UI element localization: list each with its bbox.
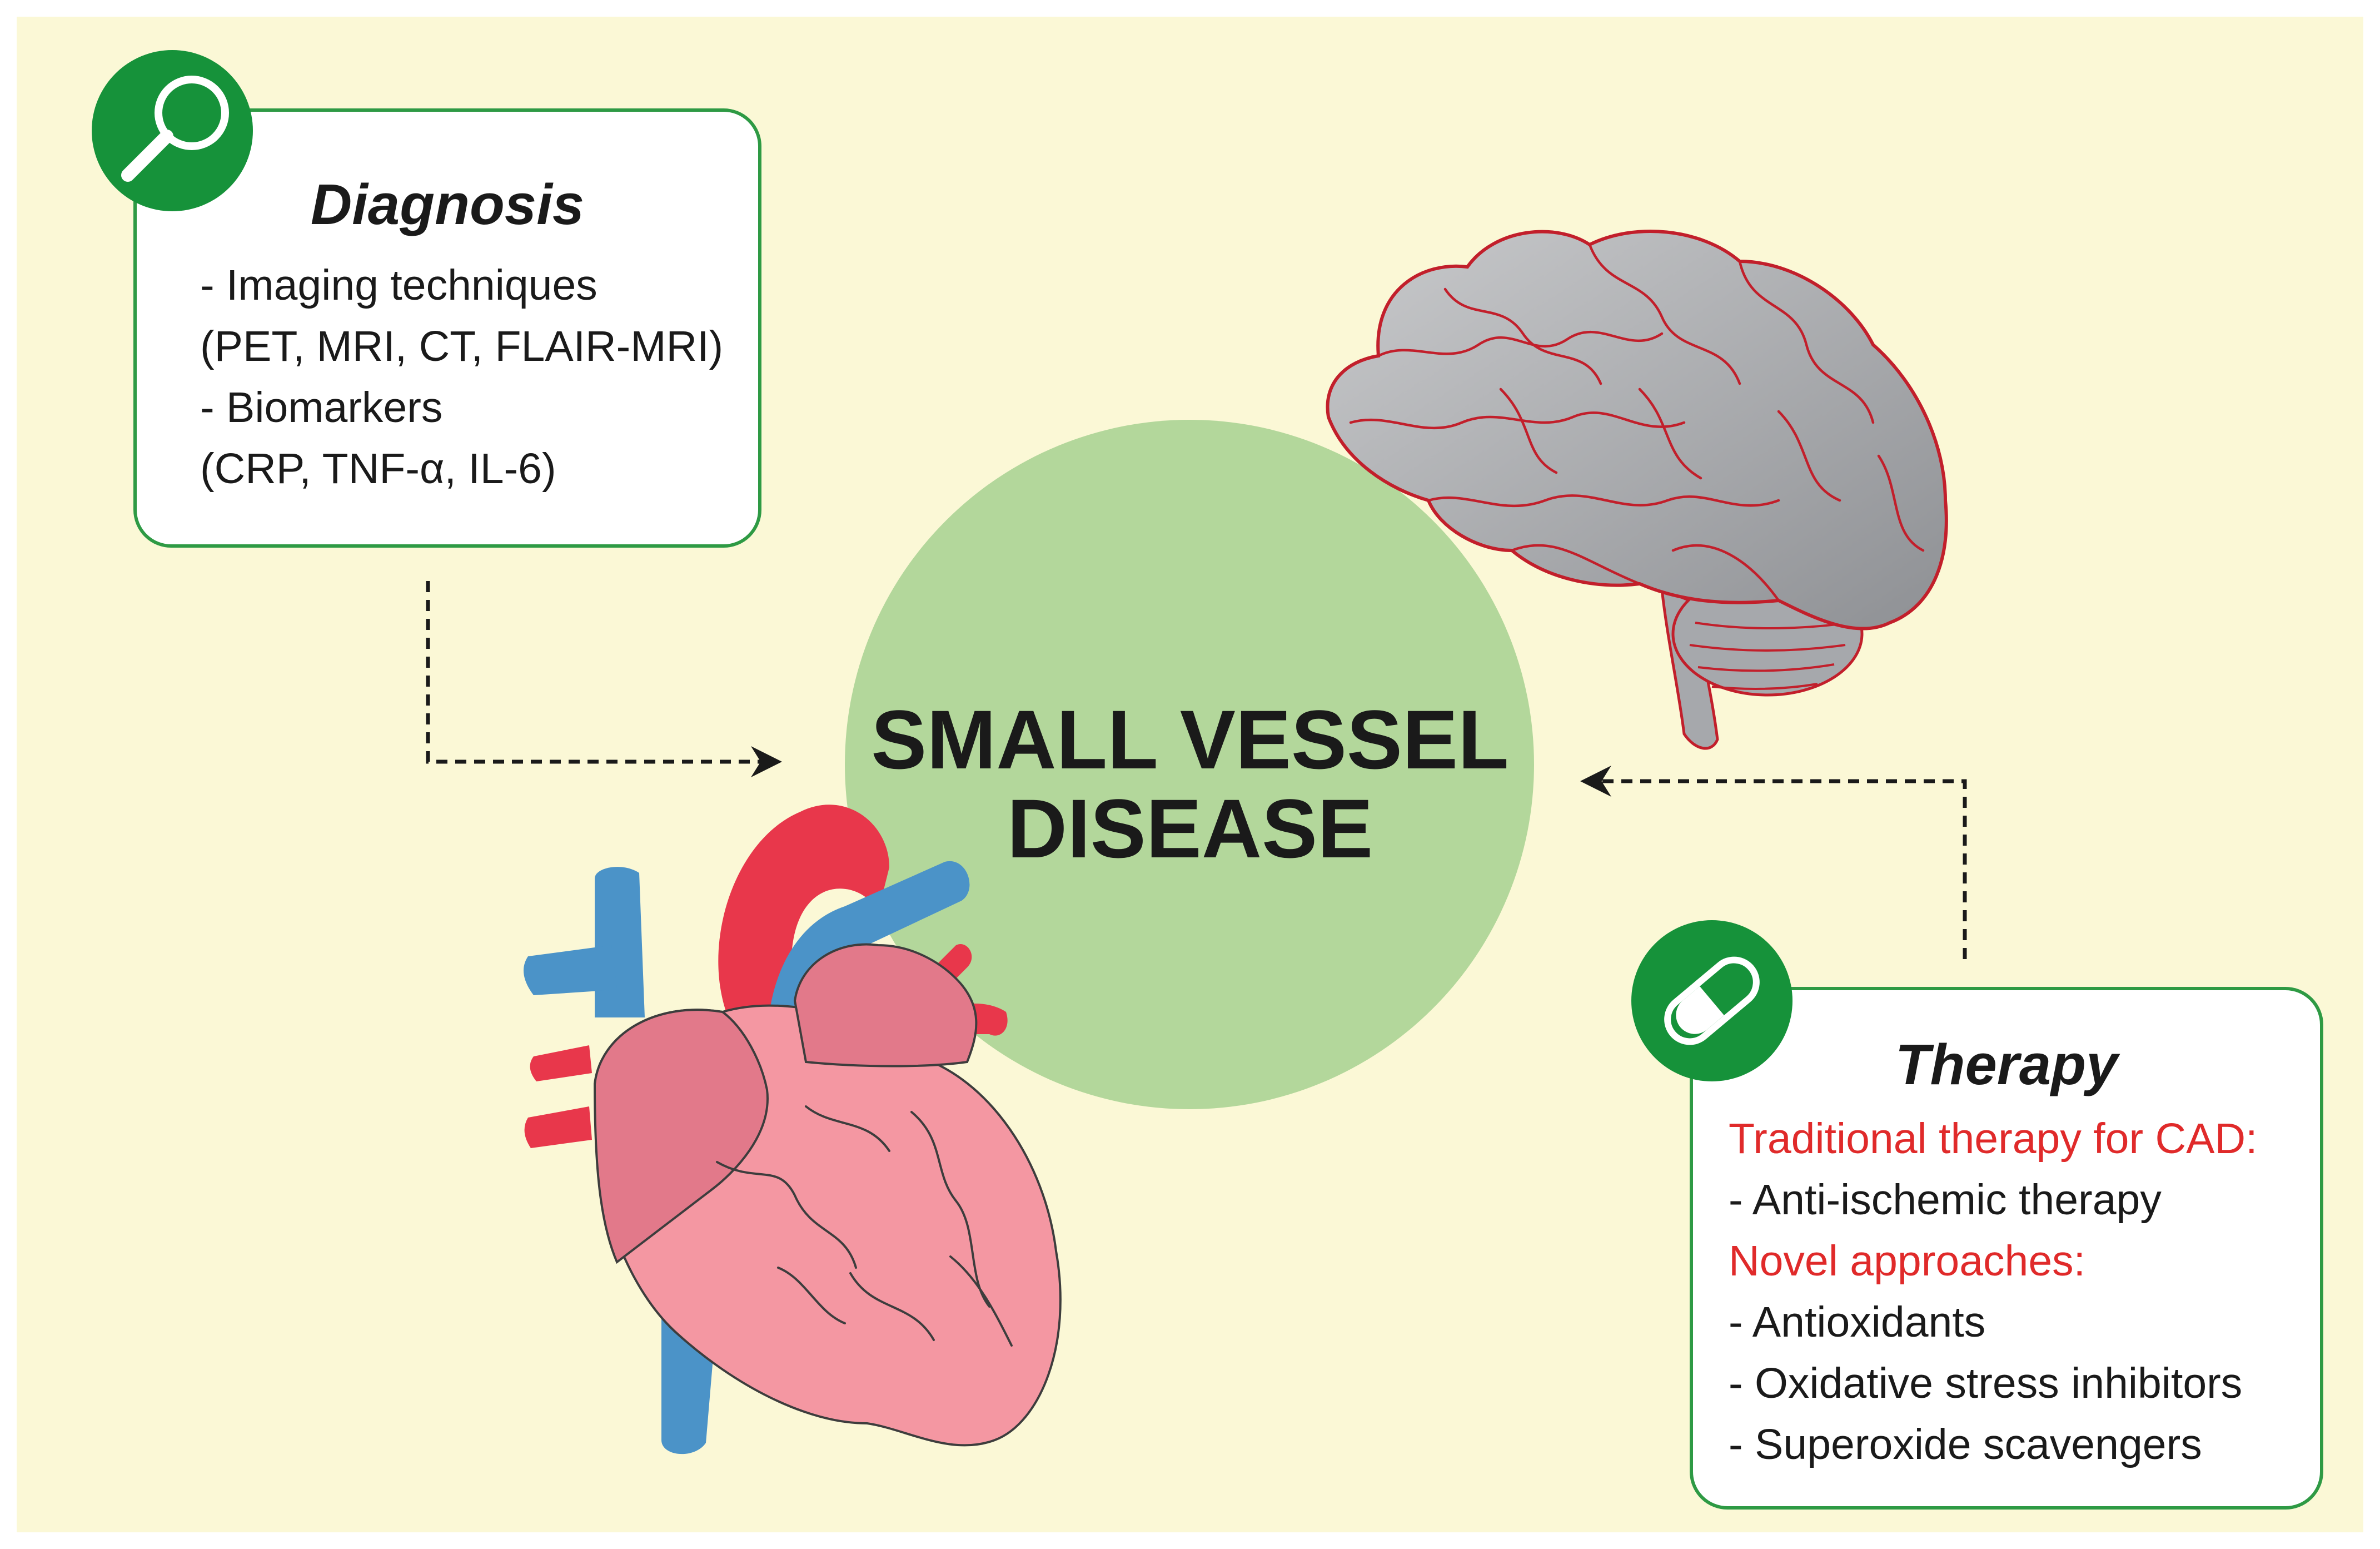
therapy-title: Therapy xyxy=(1895,1032,2118,1096)
diagnosis-line: (PET, MRI, CT, FLAIR-MRI) xyxy=(200,322,724,370)
diagnosis-line: - Imaging techniques xyxy=(200,261,598,309)
center-circle xyxy=(845,420,1534,1109)
brain-icon xyxy=(1326,230,1948,750)
diagnosis-badge xyxy=(92,50,253,211)
therapy-card: Therapy xyxy=(1690,987,2323,1510)
therapy-item: - Oxidative stress inhibitors xyxy=(1729,1359,2243,1407)
center-title-line1: SMALL VESSEL xyxy=(871,693,1509,786)
diagnosis-card: Diagnosis xyxy=(133,108,761,548)
therapy-item: - Antioxidants xyxy=(1729,1298,1986,1346)
diagnosis-arrow xyxy=(426,581,782,777)
center-title-line2: DISEASE xyxy=(1007,782,1373,875)
magnifier-icon xyxy=(121,76,229,182)
therapy-arrow xyxy=(1580,766,1967,959)
heart-icon xyxy=(524,805,1062,1454)
therapy-badge xyxy=(1631,920,1793,1081)
diagnosis-title: Diagnosis xyxy=(310,172,585,236)
therapy-traditional-heading: Traditional therapy for CAD: xyxy=(1729,1115,2258,1163)
diagnosis-line: - Biomarkers xyxy=(200,384,443,431)
therapy-novel-heading: Novel approaches: xyxy=(1729,1237,2086,1285)
diagnosis-line: (CRP, TNF-α, IL-6) xyxy=(200,445,556,493)
therapy-item: - Anti-ischemic therapy xyxy=(1729,1176,2162,1224)
therapy-item: - Superoxide scavengers xyxy=(1729,1421,2202,1468)
pill-icon xyxy=(1664,956,1760,1045)
